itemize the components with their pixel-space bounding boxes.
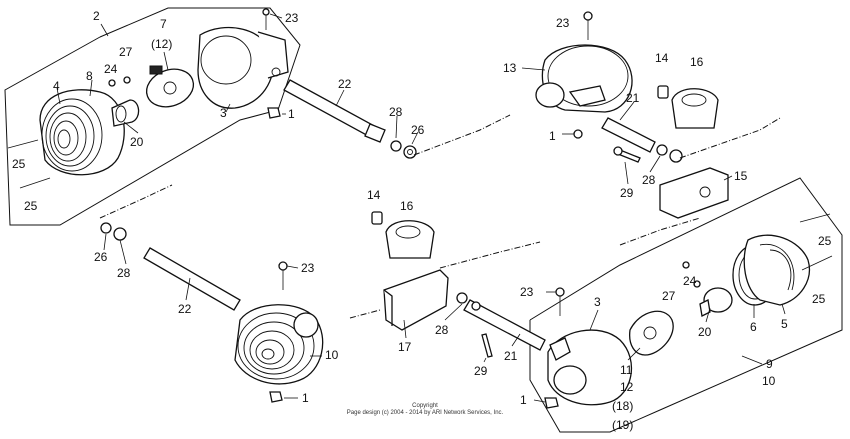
rear-left-screw-23 bbox=[278, 261, 288, 290]
callout-15: 15 bbox=[734, 169, 748, 183]
group-frame-rear-right bbox=[529, 177, 843, 433]
callout-12-paren: (12) bbox=[151, 37, 172, 51]
callout-25-left-a: 25 bbox=[12, 157, 26, 171]
front-left-socket-plate bbox=[145, 65, 195, 108]
rear-left-nut-1 bbox=[269, 391, 283, 403]
callout-14-top: 14 bbox=[655, 51, 669, 65]
callout-27-top-left: 27 bbox=[119, 45, 133, 59]
callout-21-top: 21 bbox=[626, 91, 640, 105]
callout-27-bottom: 27 bbox=[662, 289, 676, 303]
rear-left-lens bbox=[234, 304, 324, 385]
callout-23-top-left: 23 bbox=[285, 11, 299, 25]
front-right-rubber-14 bbox=[657, 85, 669, 99]
rear-cushion-16 bbox=[385, 220, 435, 259]
callout-20-bottom: 20 bbox=[698, 325, 712, 339]
callout-23-bottom: 23 bbox=[520, 285, 534, 299]
callout-2: 2 bbox=[93, 9, 100, 23]
front-right-bracket-15 bbox=[619, 167, 729, 246]
rear-right-stay bbox=[456, 292, 546, 351]
callout-labels: 2 7 (12) 23 27 24 4 8 3 1 20 25 25 22 28… bbox=[12, 9, 832, 432]
callout-12: 12 bbox=[620, 380, 634, 394]
copyright-line-2: Page design (c) 2004 - 2014 by ARI Netwo… bbox=[347, 410, 504, 416]
callout-22-top: 22 bbox=[338, 77, 352, 91]
front-right-housing bbox=[535, 44, 633, 113]
rear-left-stay bbox=[99, 184, 241, 311]
rear-right-housing bbox=[547, 329, 633, 406]
callout-6: 6 bbox=[750, 320, 757, 334]
callout-20-top: 20 bbox=[130, 135, 144, 149]
front-right-bolt-29 bbox=[613, 146, 641, 163]
callout-28-top: 28 bbox=[389, 105, 403, 119]
callout-17: 17 bbox=[398, 340, 412, 354]
callout-1-top-left: 1 bbox=[288, 107, 295, 121]
front-left-stay bbox=[283, 79, 511, 159]
callout-leaders bbox=[56, 13, 786, 403]
front-right-cushion-16 bbox=[671, 88, 719, 129]
callout-28-right: 28 bbox=[642, 173, 656, 187]
callout-10-left: 10 bbox=[325, 348, 339, 362]
callout-18-paren: (18) bbox=[612, 399, 633, 413]
rear-right-lens bbox=[743, 234, 810, 306]
callout-23-middle: 23 bbox=[301, 261, 315, 275]
callout-3-top: 3 bbox=[220, 106, 227, 120]
callout-22-bottom: 22 bbox=[178, 302, 192, 316]
front-left-bulb bbox=[111, 99, 140, 127]
callout-25-right-a: 25 bbox=[818, 234, 832, 248]
callout-26-left: 26 bbox=[94, 250, 108, 264]
copyright-line-1: Copyright bbox=[412, 403, 438, 409]
callout-3-bottom: 3 bbox=[594, 295, 601, 309]
callout-29-top: 29 bbox=[620, 186, 634, 200]
callout-14-middle: 14 bbox=[367, 188, 381, 202]
rear-right-hardware bbox=[481, 213, 833, 409]
callout-1-top-right: 1 bbox=[549, 129, 556, 143]
callout-13: 13 bbox=[503, 61, 517, 75]
callout-24-bottom: 24 bbox=[683, 274, 697, 288]
callout-5: 5 bbox=[781, 317, 788, 331]
callout-21-bottom: 21 bbox=[504, 349, 518, 363]
callout-26-top: 26 bbox=[411, 123, 425, 137]
front-right-screw-23 bbox=[583, 11, 593, 40]
callout-10-right: 10 bbox=[762, 374, 776, 388]
rear-right-socket-plate bbox=[629, 310, 674, 356]
callout-1-bottom-left: 1 bbox=[302, 391, 309, 405]
callout-29-bottom: 29 bbox=[474, 364, 488, 378]
front-left-lens bbox=[39, 89, 125, 176]
rear-bracket-17 bbox=[349, 241, 541, 331]
rear-rubber-14 bbox=[371, 211, 383, 225]
callout-23-top-right: 23 bbox=[556, 16, 570, 30]
callout-28-left: 28 bbox=[117, 266, 131, 280]
callout-19-paren: (19) bbox=[612, 418, 633, 432]
group-frame-front-left bbox=[4, 7, 301, 226]
front-left-hardware bbox=[7, 8, 281, 189]
callout-16-top: 16 bbox=[690, 55, 704, 69]
callout-9: 9 bbox=[766, 357, 773, 371]
callout-25-left-b: 25 bbox=[24, 199, 38, 213]
callout-7: 7 bbox=[160, 17, 167, 31]
callout-8: 8 bbox=[86, 69, 93, 83]
callout-28-bottom: 28 bbox=[435, 323, 449, 337]
rear-right-bulb bbox=[699, 287, 733, 317]
callout-11: 11 bbox=[620, 363, 633, 377]
callout-24-top-left: 24 bbox=[104, 62, 118, 76]
callout-16-middle: 16 bbox=[400, 199, 414, 213]
callout-4: 4 bbox=[53, 79, 60, 93]
callout-25-right-b: 25 bbox=[812, 292, 826, 306]
callout-1-bottom-right: 1 bbox=[520, 393, 527, 407]
front-left-housing bbox=[197, 26, 289, 109]
